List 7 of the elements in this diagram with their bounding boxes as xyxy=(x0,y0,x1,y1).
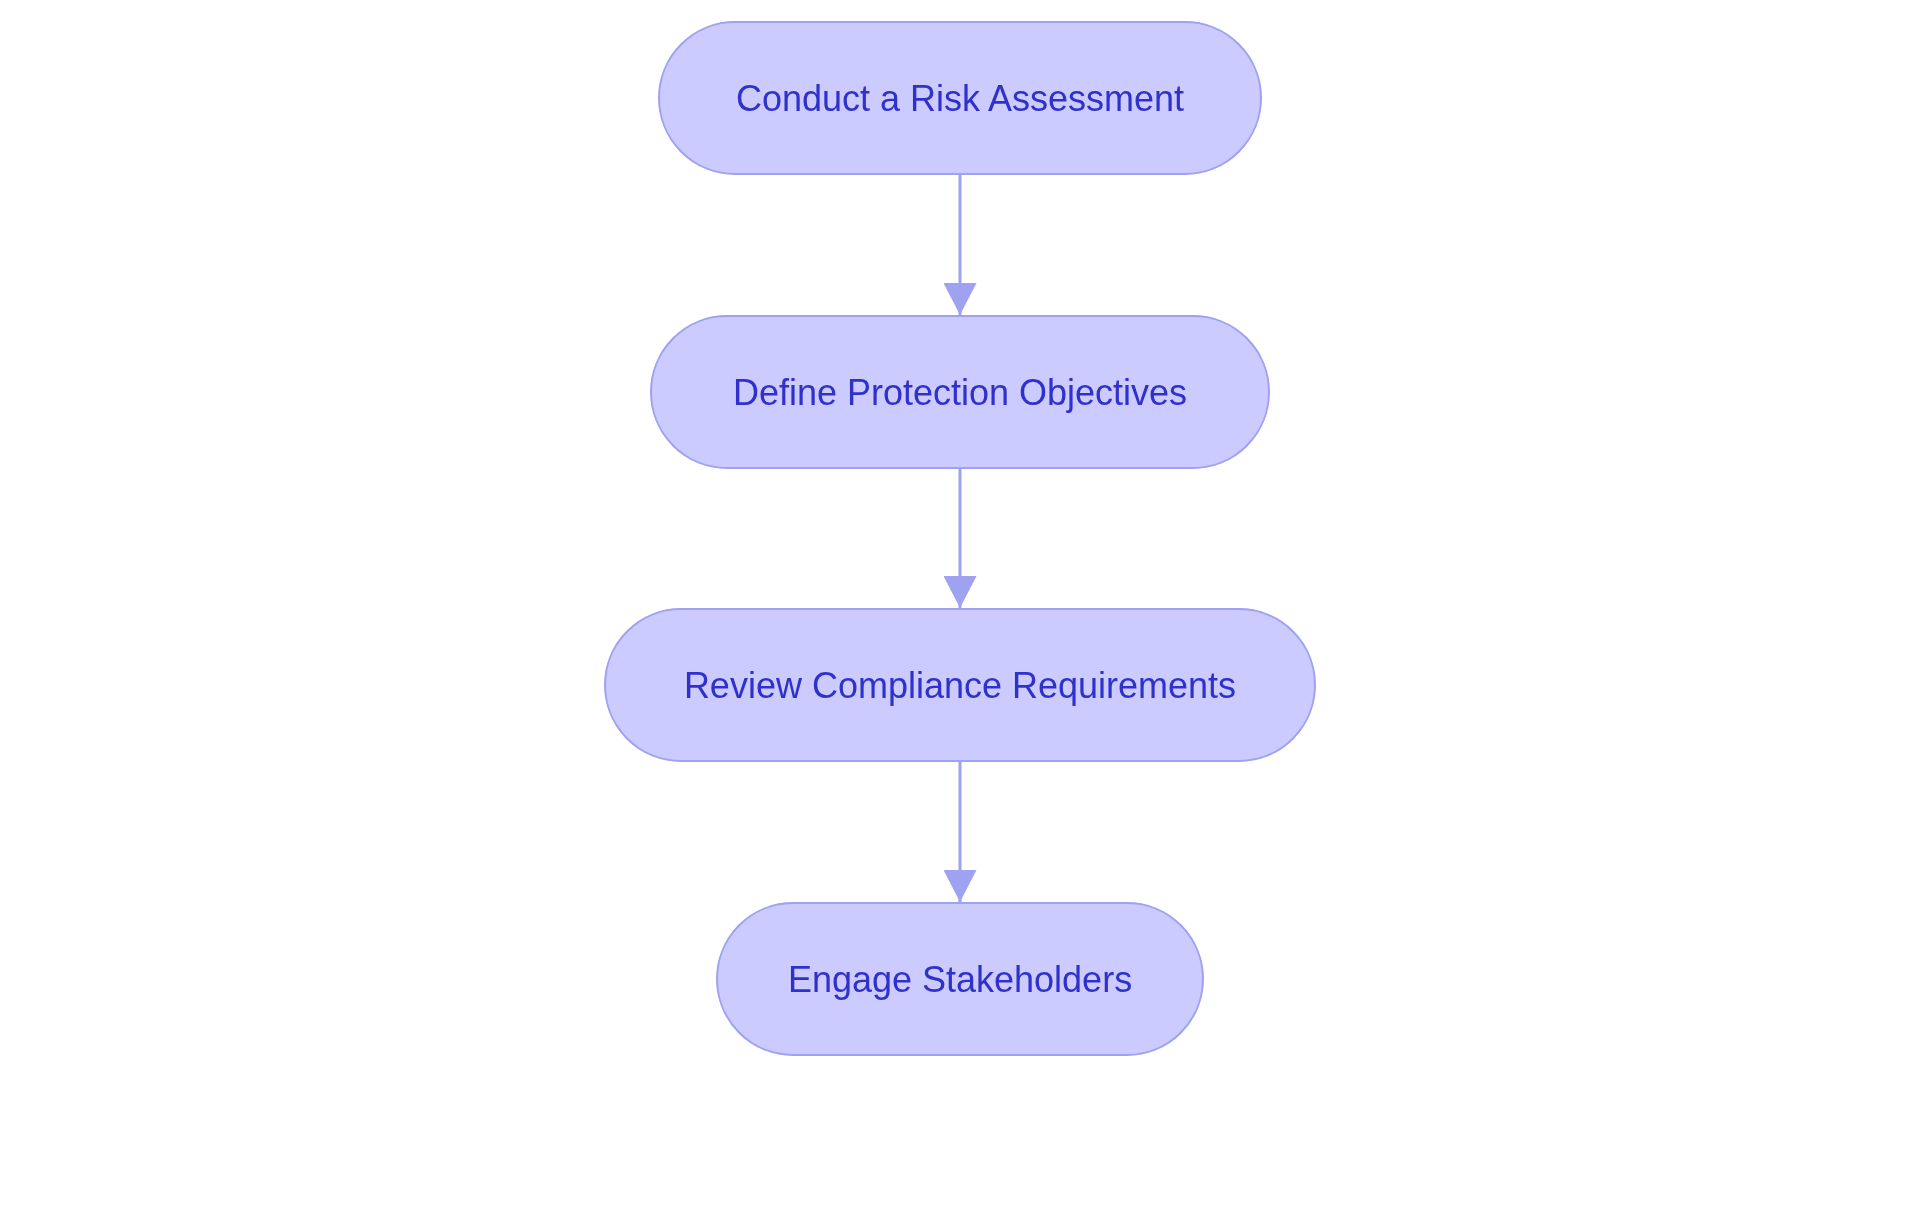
step-label: Engage Stakeholders xyxy=(786,957,1134,1002)
arrow xyxy=(943,175,977,315)
arrow xyxy=(943,762,977,902)
arrow xyxy=(943,469,977,608)
step-label: Review Compliance Requirements xyxy=(682,663,1238,708)
step-label: Define Protection Objectives xyxy=(731,370,1189,415)
step-label: Conduct a Risk Assessment xyxy=(734,76,1186,121)
